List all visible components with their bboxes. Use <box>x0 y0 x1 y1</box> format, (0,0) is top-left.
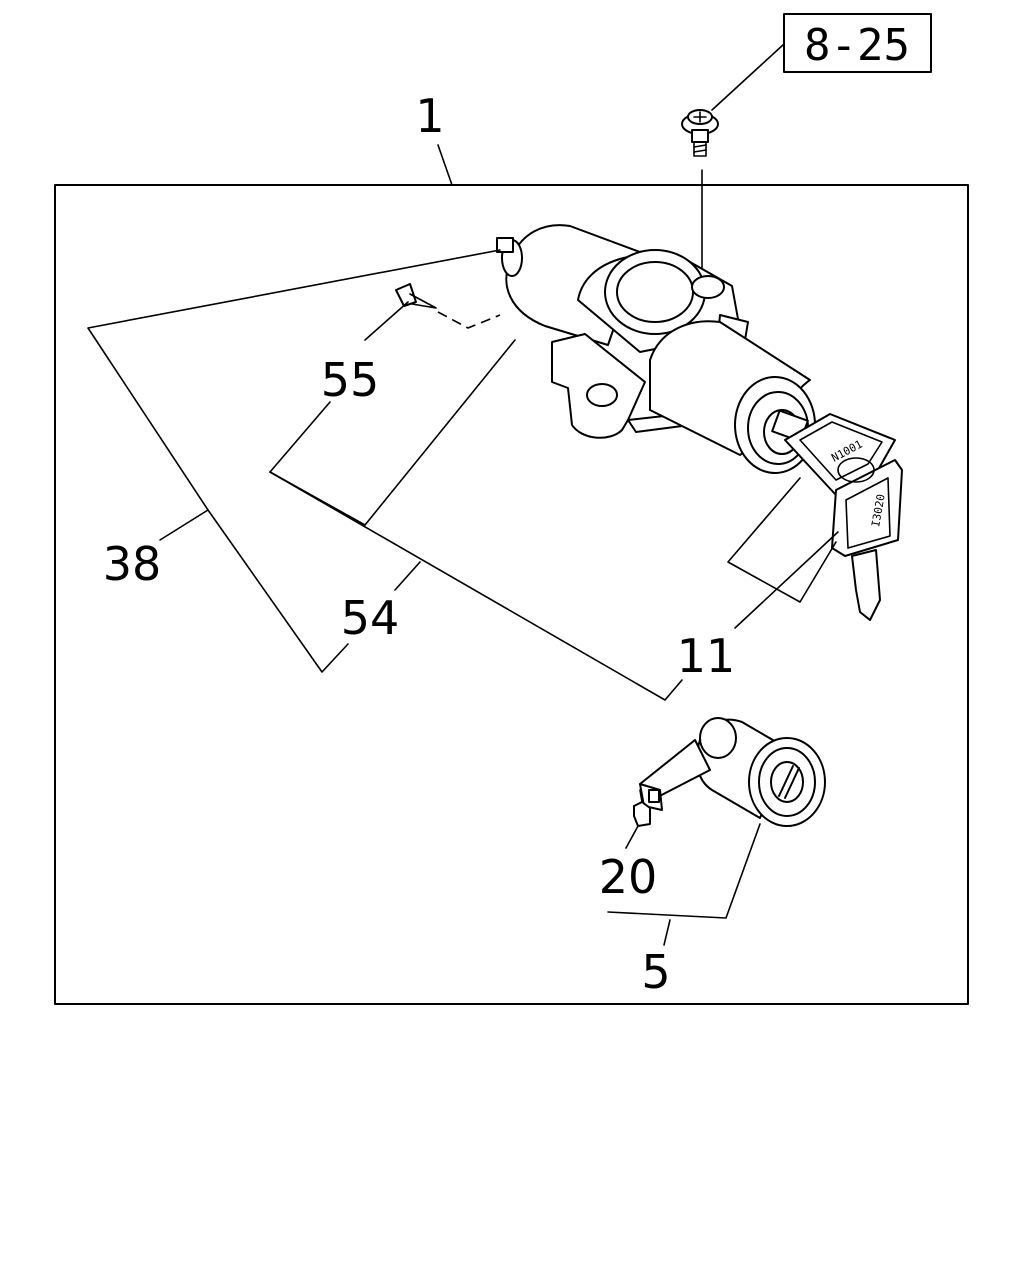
callout-54-leader <box>394 561 421 591</box>
callout-38-bracket-bottom <box>207 509 349 673</box>
pin-axis-line <box>437 311 501 329</box>
pin-screw-icon <box>395 283 437 309</box>
callout-1-leader <box>437 144 453 186</box>
key-icon: N1001 I3020 <box>784 413 903 621</box>
callout-11-leader <box>734 531 839 629</box>
reference-box-label: 8-25 <box>804 20 910 71</box>
screw-icon <box>681 109 719 157</box>
reference-leader <box>711 43 785 111</box>
ignition-switch-body[interactable] <box>496 224 816 474</box>
callout-38-bracket-top <box>87 249 501 511</box>
callout-38[interactable]: 38 <box>103 537 162 591</box>
callout-54-bracket <box>269 471 683 701</box>
callout-1[interactable]: 1 <box>415 89 444 143</box>
callout-5-leader <box>663 919 671 946</box>
callout-55-leader-c <box>364 301 409 341</box>
callout-55-leader-a <box>269 401 331 473</box>
callout-11[interactable]: 11 <box>677 629 736 683</box>
callout-11-bracket <box>727 477 837 603</box>
reference-box[interactable]: 8-25 <box>783 13 932 73</box>
callout-54[interactable]: 54 <box>341 591 400 645</box>
callout-20[interactable]: 20 <box>599 850 658 904</box>
callout-55-leader-b <box>364 339 516 526</box>
callout-5-bracket <box>607 823 761 919</box>
callout-55[interactable]: 55 <box>321 353 380 407</box>
callout-20-leader <box>625 825 639 849</box>
assembly-frame <box>54 184 969 1005</box>
lock-cylinder[interactable] <box>639 717 826 827</box>
key-code-b: I3020 <box>869 493 888 528</box>
callout-5[interactable]: 5 <box>641 945 670 999</box>
callout-38-leader <box>159 509 209 541</box>
clip-icon <box>633 789 651 827</box>
